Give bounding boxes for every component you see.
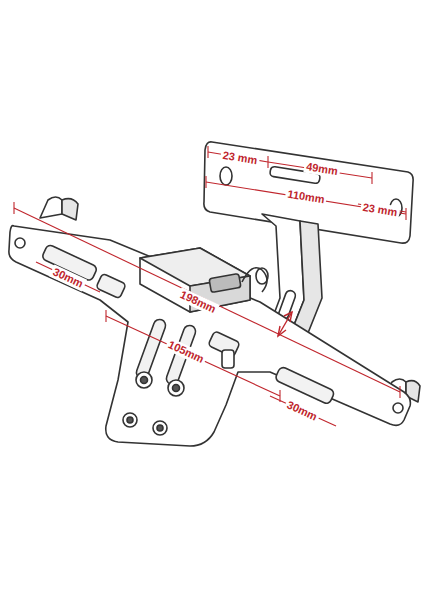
dimension-label: 30mm <box>283 398 321 425</box>
